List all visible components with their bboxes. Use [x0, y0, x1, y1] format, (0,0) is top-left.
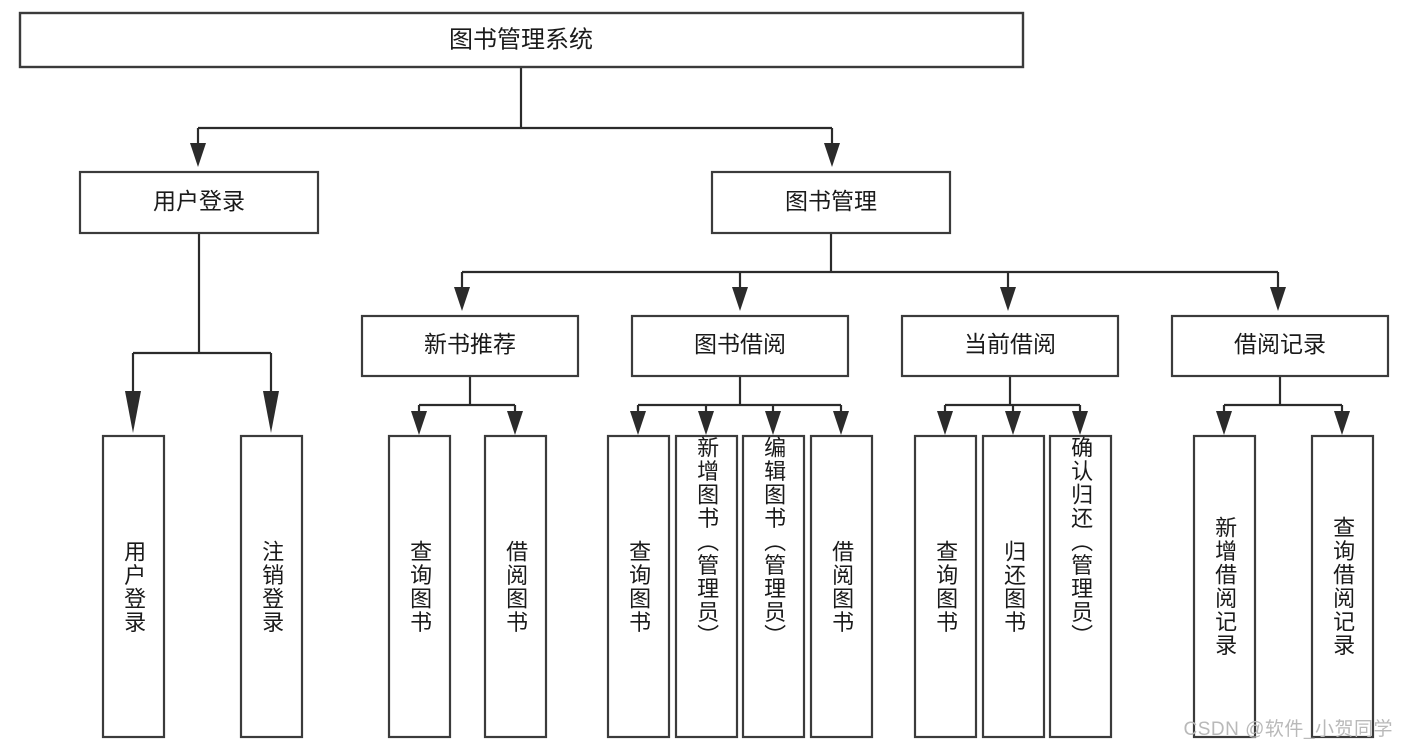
node-book-borrow[interactable]: 图书借阅 — [630, 314, 850, 378]
leaf-box-bookborrow-query[interactable] — [606, 434, 671, 739]
leaf-box-bookborrow-borrow[interactable] — [809, 434, 874, 739]
connector-bookmgmt-to-level3 — [454, 233, 1286, 311]
node-borrow-record[interactable]: 借阅记录 — [1170, 314, 1390, 378]
node-borrow-record-label: 借阅记录 — [1234, 331, 1326, 357]
connector-borrowrecord-to-leaves — [1216, 376, 1350, 435]
leaf-box-bookborrow-edit[interactable] — [741, 434, 806, 739]
leaf-box-newbook-query[interactable] — [387, 434, 452, 739]
node-book-management[interactable]: 图书管理 — [710, 170, 952, 235]
node-root-label: 图书管理系统 — [449, 26, 593, 53]
leaf-box-currentborrow-query[interactable] — [913, 434, 978, 739]
node-book-borrow-label: 图书借阅 — [694, 331, 786, 357]
connector-newbook-to-leaves — [411, 376, 523, 435]
leaf-box-borrowrecord-query[interactable] — [1310, 434, 1375, 739]
leaf-box-user-login-login[interactable] — [101, 434, 166, 739]
node-book-management-label: 图书管理 — [785, 188, 877, 214]
node-current-borrow-label: 当前借阅 — [964, 331, 1056, 357]
connector-root-to-level2 — [190, 67, 840, 167]
leaf-box-newbook-borrow[interactable] — [483, 434, 548, 739]
leaf-box-currentborrow-confirm[interactable] — [1048, 434, 1113, 739]
leaf-box-borrowrecord-add[interactable] — [1192, 434, 1257, 739]
leaf-box-user-login-logout[interactable] — [239, 434, 304, 739]
leaf-box-currentborrow-return[interactable] — [981, 434, 1046, 739]
node-new-book-recommend[interactable]: 新书推荐 — [360, 314, 580, 378]
node-current-borrow[interactable]: 当前借阅 — [900, 314, 1120, 378]
node-root[interactable]: 图书管理系统 — [18, 11, 1025, 69]
connector-userlogin-to-leaves — [125, 233, 279, 433]
node-user-login[interactable]: 用户登录 — [78, 170, 320, 235]
connector-currentborrow-to-leaves — [937, 376, 1088, 435]
node-new-book-recommend-label: 新书推荐 — [424, 331, 516, 357]
node-user-login-label: 用户登录 — [153, 188, 245, 214]
connector-bookborrow-to-leaves — [630, 376, 849, 435]
leaf-box-bookborrow-add[interactable] — [674, 434, 739, 739]
